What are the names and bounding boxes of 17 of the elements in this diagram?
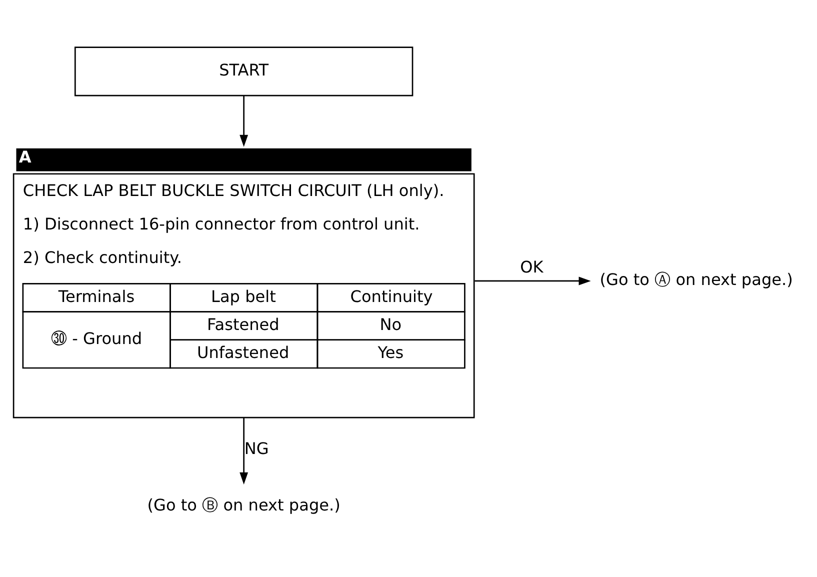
label: Lap belt xyxy=(211,286,276,306)
node-box: START xyxy=(74,46,414,96)
node-text: (Go to Ⓐ on next page.) xyxy=(600,270,793,289)
label: Continuity xyxy=(350,286,433,306)
label: Unfastened xyxy=(196,342,290,362)
label: No xyxy=(380,314,402,334)
edge-label: OK xyxy=(520,256,544,276)
arrow xyxy=(240,95,248,146)
node-text: (Go to Ⓑ on next page.) xyxy=(147,495,340,514)
node-label: A xyxy=(18,147,32,166)
arrow xyxy=(240,416,248,484)
label: Yes xyxy=(378,342,404,362)
label: ㉚ - Ground xyxy=(51,328,142,348)
label: Terminals xyxy=(58,286,135,306)
arrow xyxy=(474,276,591,285)
label: Fastened xyxy=(207,314,280,334)
edge-label: NG xyxy=(244,438,269,458)
